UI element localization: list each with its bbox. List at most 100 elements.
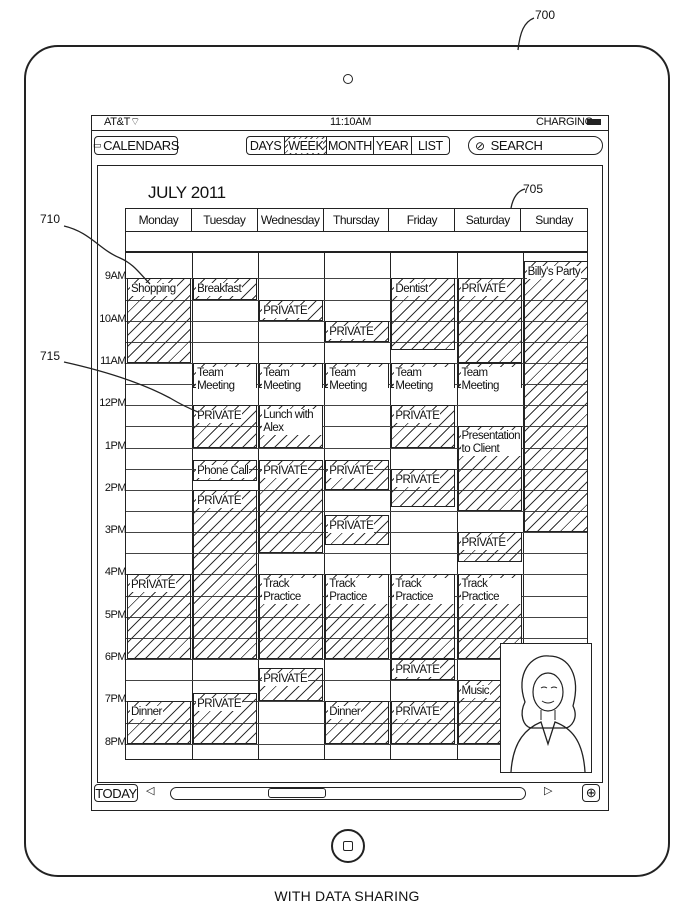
private-event-block[interactable]: PRIVATE — [193, 692, 258, 744]
event-label: Track Practice — [394, 578, 455, 605]
hour-gridline — [126, 553, 587, 555]
event-block[interactable]: Billy's Party — [523, 261, 588, 533]
home-square-icon — [343, 841, 353, 851]
week-scrubber-thumb[interactable] — [268, 788, 326, 798]
view-segmented-control: DAYS WEEK MONTH YEAR LIST — [246, 136, 450, 155]
private-event-block[interactable]: PRIVATE — [259, 299, 324, 321]
day-column-divider — [258, 253, 260, 759]
time-label: 1PM — [104, 439, 127, 452]
event-block[interactable]: Phone Call — [193, 460, 258, 482]
battery-icon — [587, 119, 601, 125]
event-block[interactable]: Breakfast — [193, 278, 258, 300]
private-event-block[interactable]: PRIVATE — [457, 278, 522, 363]
next-arrow-icon[interactable]: ▷ — [544, 785, 553, 797]
event-block[interactable]: Track Practice — [259, 574, 324, 660]
year-tab[interactable]: YEAR — [374, 137, 412, 154]
list-tab[interactable]: LIST — [417, 138, 443, 153]
event-label: PRIVATE — [328, 325, 375, 339]
ref-numeral-705: 705 — [523, 182, 544, 196]
month-tab[interactable]: MONTH — [328, 137, 374, 154]
today-button[interactable]: TODAY — [94, 784, 138, 802]
event-label: Track Practice — [328, 578, 389, 605]
hour-gridline — [126, 341, 587, 343]
home-button[interactable] — [331, 829, 365, 863]
carrier-label: AT&T — [104, 116, 131, 128]
private-event-block[interactable]: PRIVATE — [259, 460, 324, 554]
event-block[interactable]: Lunch with Alex — [259, 405, 324, 448]
ref-leader-715 — [63, 361, 199, 413]
event-label: PRIVATE — [328, 520, 375, 534]
day-header-wednesday: Wednesday — [258, 209, 324, 231]
plus-icon: ⊕ — [585, 785, 597, 800]
event-label: PRIVATE — [196, 697, 243, 711]
event-label: Lunch with Alex — [262, 409, 323, 436]
event-block[interactable]: Dinner — [127, 701, 192, 744]
day-header-saturday: Saturday — [455, 209, 522, 231]
event-block[interactable]: Shopping — [127, 278, 192, 363]
private-event-block[interactable]: PRIVATE — [193, 489, 258, 660]
hour-gridline — [126, 299, 587, 301]
event-label: PRIVATE — [460, 537, 507, 551]
private-event-block[interactable]: PRIVATE — [325, 515, 390, 545]
calendars-button[interactable]: ▭ CALENDARS — [93, 136, 179, 155]
time-label: 3PM — [104, 524, 127, 537]
private-event-block[interactable]: PRIVATE — [391, 468, 456, 507]
event-label: PRIVATE — [130, 579, 176, 593]
event-block[interactable]: Team Meeting — [325, 362, 390, 393]
event-block[interactable]: Dentist — [391, 278, 456, 351]
event-block[interactable]: Presentation to Client — [457, 426, 522, 512]
event-block[interactable]: Team Meeting — [457, 362, 522, 393]
ref-leader-710 — [63, 225, 151, 285]
event-block[interactable]: Track Practice — [391, 574, 456, 660]
private-event-block[interactable]: PRIVATE — [391, 659, 456, 681]
time-label: 10AM — [99, 312, 126, 325]
tablet-device-frame — [24, 45, 670, 877]
event-label: Breakfast — [196, 283, 243, 297]
private-event-block[interactable]: PRIVATE — [127, 574, 192, 660]
hour-gridline — [126, 278, 587, 280]
event-label: Dentist — [394, 283, 429, 297]
private-event-block[interactable]: PRIVATE — [325, 460, 390, 490]
event-label: Team Meeting — [460, 366, 521, 393]
private-event-block[interactable]: PRIVATE — [457, 532, 522, 562]
private-event-block[interactable]: PRIVATE — [325, 320, 390, 342]
private-event-block[interactable]: PRIVATE — [391, 701, 456, 744]
add-event-button[interactable]: ⊕ — [582, 784, 600, 802]
day-header-tuesday: Tuesday — [192, 209, 258, 231]
all-day-row[interactable] — [125, 232, 588, 252]
search-field[interactable]: ⊘ SEARCH — [468, 136, 603, 155]
event-block[interactable]: Team Meeting — [259, 362, 324, 393]
event-block[interactable]: Team Meeting — [391, 362, 456, 393]
week-tab[interactable]: WEEK — [285, 137, 328, 154]
day-column-divider — [456, 253, 458, 759]
day-column-divider — [390, 253, 392, 759]
shared-user-photo[interactable] — [500, 643, 592, 773]
hour-gridline — [126, 405, 587, 407]
previous-arrow-icon[interactable]: ◁ — [146, 785, 155, 797]
day-header-monday: Monday — [126, 209, 192, 231]
hour-gridline — [126, 426, 587, 428]
event-block[interactable]: Team Meeting — [193, 362, 258, 393]
event-label: Team Meeting — [262, 366, 323, 393]
ref-numeral-700: 700 — [535, 8, 556, 22]
private-event-block[interactable]: PRIVATE — [391, 405, 456, 448]
event-label: Dinner — [328, 706, 362, 720]
event-label: Phone Call — [196, 465, 250, 479]
days-tab[interactable]: DAYS — [247, 137, 286, 154]
private-event-block[interactable]: PRIVATE — [259, 667, 324, 702]
month-title: JULY 2011 — [148, 183, 226, 202]
clock-label: 11:10AM — [330, 116, 372, 128]
ref-numeral-710: 710 — [40, 212, 61, 226]
day-header-friday: Friday — [389, 209, 456, 231]
event-label: PRIVATE — [196, 410, 243, 424]
event-block[interactable]: Dinner — [325, 701, 390, 744]
week-scrubber-track[interactable] — [170, 787, 526, 800]
time-label: 12PM — [99, 397, 126, 410]
private-event-block[interactable]: PRIVATE — [193, 405, 258, 448]
event-block[interactable]: Track Practice — [325, 574, 390, 660]
search-label: SEARCH — [490, 138, 543, 153]
person-avatar-icon — [510, 655, 586, 772]
event-label: PRIVATE — [460, 283, 507, 297]
